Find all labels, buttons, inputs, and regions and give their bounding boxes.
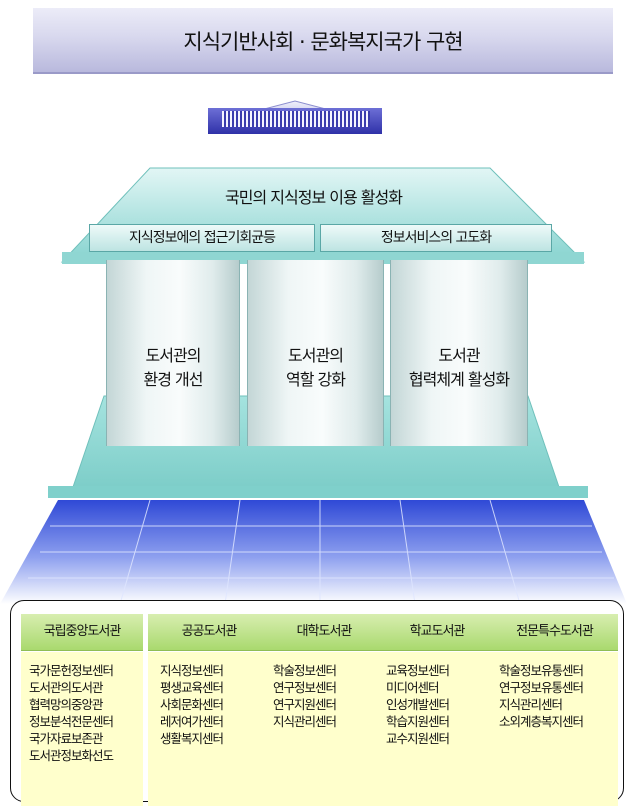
list-item: 평생교육센터 <box>160 680 224 695</box>
pillar-cooperation: 도서관 협력체계 활성화 <box>390 260 528 446</box>
list-item: 레저여가센터 <box>160 714 224 729</box>
list-item: 학술정보센터 <box>273 663 337 678</box>
pillar-label-line1: 도서관의 <box>145 346 202 365</box>
column-special: 전문특수도서관 학술정보유통센터 연구정보유통센터 지식관리센터 소외계층복지센… <box>491 614 618 806</box>
list-item: 국가자료보존관 <box>29 731 104 746</box>
list-item: 생활복지센터 <box>160 731 224 746</box>
pillar-label-line2: 환경 개선 <box>143 370 204 389</box>
list-item: 정보분석전문센터 <box>29 714 114 729</box>
roof-title: 국민의 지식정보 이용 활성화 <box>225 188 403 207</box>
vision-title: 지식기반사회 · 문화복지국가 구현 <box>183 30 463 54</box>
list-item: 인성개발센터 <box>386 697 450 712</box>
list-item: 교수지원센터 <box>386 731 450 746</box>
list-item: 협력망의중앙관 <box>29 697 104 712</box>
column-header: 국립중앙도서관 <box>21 614 143 651</box>
list-item: 미디어센터 <box>386 680 440 695</box>
list-item: 국가문헌정보센터 <box>29 663 114 678</box>
vision-banner: 지식기반사회 · 문화복지국가 구현 <box>33 8 613 72</box>
roof-subgoal-service: 정보서비스의 고도화 <box>320 224 552 252</box>
pillar-role: 도서관의 역할 강화 <box>247 260 384 446</box>
base-step <box>48 486 588 498</box>
column-university: 대학도서관 학술정보센터 연구정보센터 연구지원센터 지식관리센터 <box>263 614 385 806</box>
column-header: 공공도서관 <box>148 614 270 651</box>
list-item: 도서관의도서관 <box>29 680 104 695</box>
column-school: 학교도서관 교육정보센터 미디어센터 인성개발센터 학습지원센터 교수지원센터 <box>376 614 498 806</box>
pillar-label-line1: 도서관의 <box>288 346 344 365</box>
list-item: 학술정보유통센터 <box>499 663 584 678</box>
pillar-label-line1: 도서관 <box>438 346 480 365</box>
list-item: 도서관정보화선도 <box>29 748 114 763</box>
column-header: 대학도서관 <box>263 614 385 651</box>
list-item: 지식정보센터 <box>160 663 224 678</box>
list-item: 연구지원센터 <box>273 697 337 712</box>
pillar-label-line2: 역할 강화 <box>286 370 346 389</box>
pillar-label-line2: 협력체계 활성화 <box>408 370 510 389</box>
column-header: 전문특수도서관 <box>491 614 618 651</box>
list-item: 연구정보센터 <box>273 680 337 695</box>
roof-subgoal-access: 지식정보에의 접근기회균등 <box>89 224 315 252</box>
column-public: 공공도서관 지식정보센터 평생교육센터 사회문화센터 레저여가센터 생활복지센터 <box>148 614 270 806</box>
list-item: 교육정보센터 <box>386 663 450 678</box>
column-header: 학교도서관 <box>376 614 498 651</box>
upper-block-stripes <box>222 111 370 127</box>
pillar-environment: 도서관의 환경 개선 <box>106 260 240 446</box>
list-item: 연구정보유통센터 <box>499 680 584 695</box>
list-item: 소외계층복지센터 <box>499 714 584 729</box>
list-item: 학습지원센터 <box>386 714 450 729</box>
list-item: 지식관리센터 <box>499 697 563 712</box>
column-national: 국립중앙도서관 국가문헌정보센터 도서관의도서관 협력망의중앙관 정보분석전문센… <box>21 614 143 806</box>
list-item: 지식관리센터 <box>273 714 337 729</box>
grid-floor <box>0 499 627 604</box>
list-item: 사회문화센터 <box>160 697 224 712</box>
